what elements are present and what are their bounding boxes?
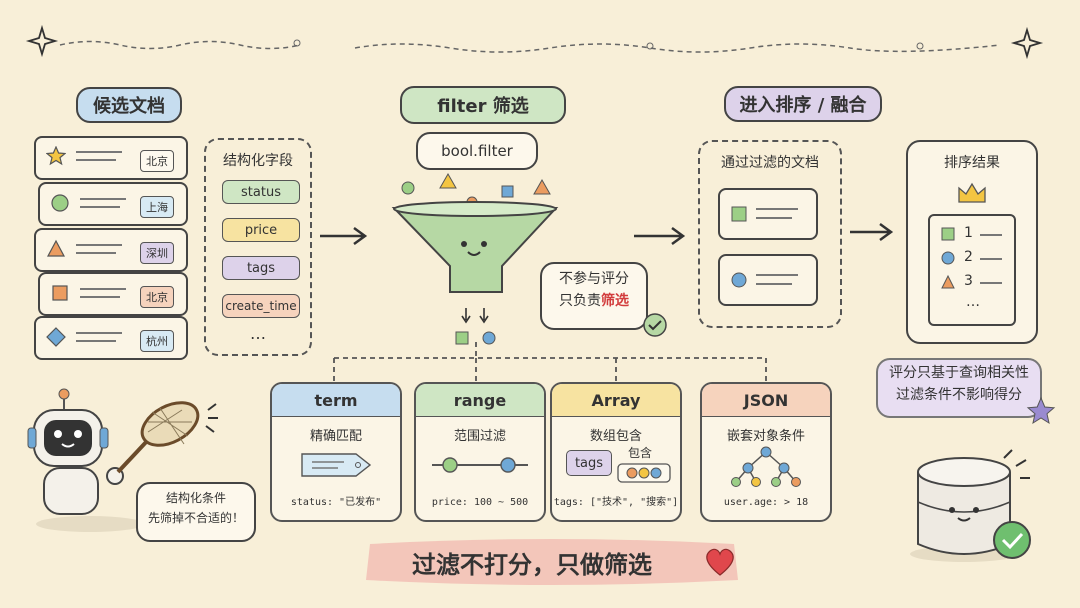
- candidate-doc[interactable]: 北京: [38, 272, 188, 316]
- circle-icon: [731, 272, 747, 288]
- result-rank: 1: [964, 225, 973, 241]
- field-status[interactable]: status: [222, 180, 300, 204]
- card-json[interactable]: JSON 嵌套对象条件 user.age: > 18: [700, 382, 832, 522]
- results-title: 排序结果: [944, 155, 1000, 171]
- triangle-icon: [47, 239, 65, 257]
- card-term-subtitle: 精确匹配: [309, 429, 362, 444]
- note-line-1: 不参与评分: [559, 271, 629, 287]
- tree-icon: [731, 446, 801, 487]
- card-term-title: term: [272, 384, 400, 417]
- field-tags[interactable]: tags: [222, 256, 300, 280]
- candidate-doc[interactable]: 杭州: [34, 316, 188, 360]
- branch-connector: [333, 342, 767, 382]
- card-array-subtitle: 数组包含: [589, 429, 642, 444]
- sparkle-icon: [25, 24, 59, 58]
- star-icon: [1026, 396, 1056, 425]
- crown-icon: [958, 182, 986, 203]
- arrow-icon: [850, 222, 894, 242]
- tag-icon: [301, 453, 372, 477]
- result-rank: 3: [964, 273, 973, 289]
- robot-bubble-line-1: 结构化条件: [165, 491, 226, 505]
- square-icon: [731, 206, 747, 222]
- card-json-subtitle: 嵌套对象条件: [726, 429, 805, 444]
- score-note: 评分只基于查询相关性 过滤条件不影响得分: [876, 358, 1042, 418]
- heart-icon: [706, 548, 734, 576]
- array-items-icon: [617, 463, 671, 483]
- candidate-doc[interactable]: 上海: [38, 182, 188, 226]
- card-range-title: range: [416, 384, 544, 417]
- array-contain-label: 包含: [628, 446, 653, 460]
- decorative-top-border: [25, 24, 1044, 60]
- candidate-doc[interactable]: 深圳: [34, 228, 188, 272]
- filter-funnel: [391, 172, 559, 324]
- passed-title: 通过过滤的文档: [721, 155, 819, 171]
- robot-speech-bubble: 结构化条件 先筛掉不合适的！: [136, 482, 256, 542]
- results-more: …: [966, 294, 980, 310]
- passed-doc[interactable]: [718, 188, 818, 240]
- circle-icon: [51, 194, 69, 212]
- card-array[interactable]: Array 数组包含 tags 包含 tags: ["技术", "搜索"]: [550, 382, 682, 522]
- star-icon: [46, 146, 66, 166]
- candidates-title: 候选文档: [76, 87, 182, 123]
- banner-text: 过滤不打分，只做筛选: [412, 550, 652, 579]
- circle-icon: [941, 251, 955, 265]
- fields-more: …: [250, 324, 266, 343]
- score-note-line-2: 过滤条件不影响得分: [896, 387, 1022, 403]
- bool-filter-label: bool.filter: [416, 132, 538, 170]
- field-price[interactable]: price: [222, 218, 300, 242]
- array-tags-chip: tags: [566, 450, 612, 476]
- city-label: 杭州: [140, 330, 174, 352]
- square-icon: [52, 285, 68, 301]
- rank-results-panel: 排序结果 1 2 3 …: [906, 140, 1038, 344]
- score-note-line-1: 评分只基于查询相关性: [889, 365, 1029, 381]
- note-line-2: 只负责筛选: [559, 293, 629, 309]
- check-icon: [643, 313, 667, 337]
- arrow-icon: [634, 226, 686, 246]
- candidate-doc[interactable]: 北京: [34, 136, 188, 180]
- city-label: 深圳: [140, 242, 174, 264]
- card-array-footer: tags: ["技术", "搜索"]: [553, 497, 679, 508]
- city-label: 上海: [140, 196, 174, 218]
- card-range-footer: price: 100 ~ 500: [431, 497, 529, 508]
- sparkle-icon: [1010, 26, 1044, 60]
- database-illustration: [910, 449, 1031, 562]
- results-list: 1 2 3 …: [928, 214, 1016, 326]
- robot-bubble-line-2: 先筛掉不合适的！: [147, 511, 244, 525]
- rank-fusion-title: 进入排序 / 融合: [724, 86, 882, 122]
- diamond-icon: [46, 327, 66, 347]
- robot-illustration: [27, 388, 218, 532]
- city-label: 北京: [140, 150, 174, 172]
- result-rank: 2: [964, 249, 973, 265]
- no-scoring-note: 不参与评分 只负责筛选: [540, 262, 648, 330]
- arrow-icon: [320, 226, 368, 246]
- card-term[interactable]: term 精确匹配 status: "已发布": [270, 382, 402, 522]
- filtered-output-icons: [455, 331, 496, 345]
- passed-docs-panel: 通过过滤的文档: [698, 140, 842, 328]
- filter-title: filter 筛选: [400, 86, 566, 124]
- fields-title: 结构化字段: [223, 153, 293, 169]
- fields-panel: 结构化字段 status price tags create_time …: [204, 138, 312, 356]
- card-range[interactable]: range 范围过滤 price: 100 ~ 500: [414, 382, 546, 522]
- field-create-time[interactable]: create_time: [222, 294, 300, 318]
- card-range-subtitle: 范围过滤: [453, 429, 506, 444]
- card-json-footer: user.age: > 18: [723, 497, 809, 508]
- passed-doc[interactable]: [718, 254, 818, 306]
- range-slider-icon: [432, 457, 528, 473]
- card-json-title: JSON: [702, 384, 830, 417]
- card-term-footer: status: "已发布": [290, 497, 382, 508]
- banner-background: [366, 539, 738, 585]
- square-icon: [941, 227, 955, 241]
- triangle-icon: [941, 274, 955, 289]
- city-label: 北京: [140, 286, 174, 308]
- card-array-title: Array: [552, 384, 680, 417]
